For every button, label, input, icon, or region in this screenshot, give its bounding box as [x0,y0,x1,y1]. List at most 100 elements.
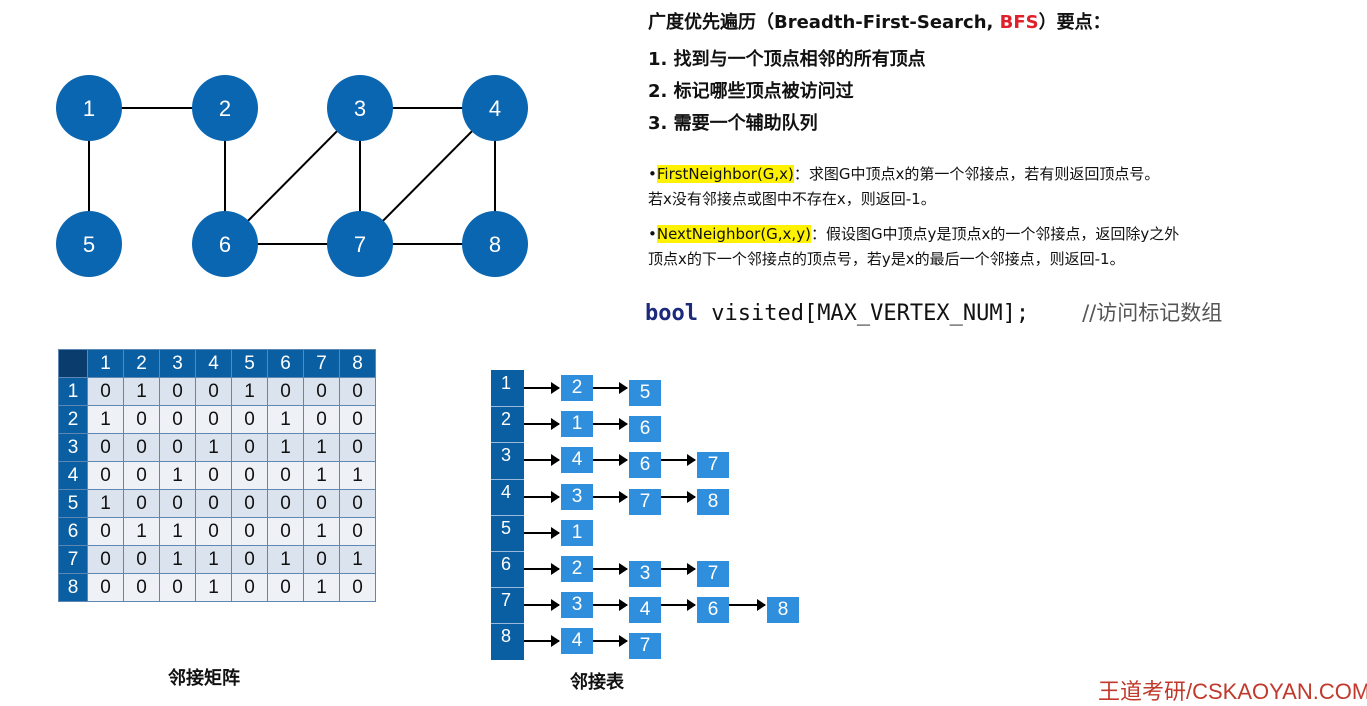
adjlist-separator [491,478,524,480]
matrix-cell: 1 [303,461,340,490]
matrix-col-header: 3 [159,349,196,378]
matrix-cell: 0 [231,489,268,518]
matrix-cell: 0 [123,573,160,602]
adjlist-separator [491,514,524,516]
adjlist-arrow [524,526,560,539]
adjlist-arrow [661,599,696,612]
node-2 [192,75,258,141]
adjlist-arrow [593,382,628,394]
node-label-8: 8 [489,232,501,257]
adjlist-arrow [661,490,696,503]
adjlist-arrow [524,635,560,648]
matrix-cell: 0 [231,405,268,434]
matrix-cell: 0 [195,517,232,546]
node-label-4: 4 [489,96,501,121]
matrix-cell: 0 [123,433,160,462]
matrix-row-header: 8 [58,573,88,602]
adjlist-node: 1 [561,519,593,546]
matrix-cell: 0 [267,461,304,490]
matrix-row-header: 7 [58,545,88,574]
matrix-cell: 1 [195,433,232,462]
adjlist-vertex-label: 7 [501,590,512,611]
adjlist-node: 3 [629,561,661,587]
adjlist-node: 8 [767,597,799,624]
matrix-cell: 1 [231,377,268,406]
matrix-row-header: 4 [58,461,88,490]
node-3 [327,75,393,141]
adjlist-arrow [593,599,628,612]
node-label-3: 3 [354,96,366,121]
matrix-cell: 0 [87,433,124,462]
matrix-cell: 0 [339,433,376,462]
matrix-cell: 1 [87,489,124,518]
adjlist-vertex-label: 2 [501,409,512,430]
adjlist-node: 2 [561,556,593,582]
node-label-6: 6 [219,232,231,257]
matrix-cell: 0 [159,405,196,434]
matrix-cell: 0 [303,489,340,518]
code-comment: //访问标记数组 [1082,301,1223,325]
adjlist-arrow [593,635,628,648]
node-8 [462,211,528,277]
adjlist-separator [491,587,524,589]
matrix-cell: 0 [231,461,268,490]
key-point: 2. 标记哪些顶点被访问过 [648,81,854,102]
matrix-col-header: 4 [195,349,232,378]
matrix-cell: 1 [123,517,160,546]
adjlist-vertex-label: 3 [501,445,512,466]
next-neighbor-description: •NextNeighbor(G,x,y)：假设图G中顶点y是顶点x的一个邻接点，… [648,222,1179,272]
adjlist-vertex: 4 [491,479,524,515]
bfs-key-points: 1. 找到与一个顶点相邻的所有顶点 2. 标记哪些顶点被访问过 3. 需要一个辅… [648,44,926,140]
matrix-cell: 1 [303,573,340,602]
matrix-cell: 0 [231,433,268,462]
matrix-cell: 1 [123,377,160,406]
node-label-5: 5 [83,232,95,257]
adjlist-arrow [661,454,696,467]
matrix-cell: 1 [267,433,304,462]
matrix-cell: 1 [159,545,196,574]
matrix-cell: 1 [195,573,232,602]
matrix-cell: 0 [195,377,232,406]
matrix-cell: 0 [339,405,376,434]
matrix-caption: 邻接矩阵 [168,668,240,689]
matrix-corner [58,349,88,378]
node-label-2: 2 [219,96,231,121]
adjlist-node: 5 [629,380,661,406]
adjlist-vertex: 2 [491,406,524,442]
matrix-cell: 0 [159,433,196,462]
node-5 [56,211,122,277]
adjlist-node: 7 [697,561,729,587]
code-declaration: visited[MAX_VERTEX_NUM]; [697,301,1030,326]
first-neighbor-func: FirstNeighbor(G,x) [656,165,794,183]
bfs-heading: 广度优先遍历（Breadth-First-Search, BFS）要点： [648,8,1111,34]
matrix-cell: 0 [195,489,232,518]
matrix-col-header: 6 [267,349,304,378]
adjlist-node: 3 [561,592,593,619]
adjlist-node: 6 [629,452,661,479]
adjlist-vertex-label: 5 [501,517,512,538]
adjlist-node: 7 [697,452,729,479]
adjlist-arrow [661,563,696,575]
adjlist-node: 4 [561,628,593,655]
next-neighbor-line1: ：假设图G中顶点y是顶点x的一个邻接点，返回除y之外 [810,225,1180,243]
adjlist-arrow [593,490,628,503]
adjlist-vertex-label: 1 [501,373,512,393]
matrix-cell: 1 [87,405,124,434]
adjlist-node: 3 [561,483,593,510]
matrix-cell: 0 [123,405,160,434]
matrix-cell: 0 [159,573,196,602]
matrix-cell: 0 [231,545,268,574]
matrix-cell: 0 [267,573,304,602]
adjlist-node: 6 [629,416,661,443]
matrix-cell: 0 [87,545,124,574]
matrix-cell: 0 [231,573,268,602]
adjlist-node: 4 [561,447,593,474]
matrix-col-header: 2 [123,349,160,378]
